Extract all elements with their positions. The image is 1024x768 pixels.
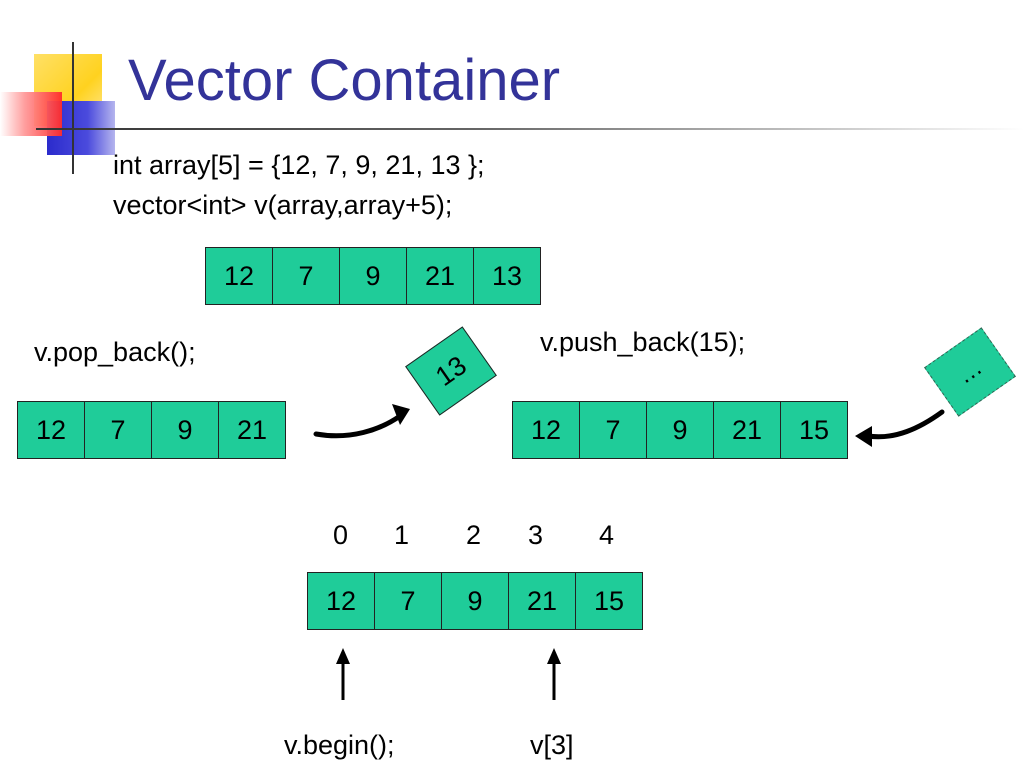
index-label: 1 xyxy=(394,520,410,550)
array-cell: 12 xyxy=(17,401,85,459)
subscript-label: v[3] xyxy=(530,730,574,760)
begin-arrow-head xyxy=(336,648,350,664)
popped-array: 12 7 9 21 xyxy=(17,401,286,459)
array-cell: 21 xyxy=(406,247,474,305)
code-line-array: int array[5] = {12, 7, 9, 21, 13 }; xyxy=(113,150,485,180)
array-cell: 13 xyxy=(473,247,541,305)
array-cell: 12 xyxy=(512,401,580,459)
array-cell: 21 xyxy=(508,572,576,630)
array-cell: 21 xyxy=(713,401,781,459)
pushed-array: 12 7 9 21 15 xyxy=(512,401,848,459)
index-label: 3 xyxy=(528,520,544,550)
array-cell: 9 xyxy=(441,572,509,630)
pop-arrow-head xyxy=(392,404,410,425)
indexed-array: 12 7 9 21 15 xyxy=(307,572,643,630)
index-label: 0 xyxy=(333,520,349,550)
index-label: 2 xyxy=(466,520,482,550)
title-rule xyxy=(36,128,1024,130)
array-cell: 7 xyxy=(579,401,647,459)
array-cell: 15 xyxy=(780,401,848,459)
array-cell: 9 xyxy=(646,401,714,459)
array-cell: 7 xyxy=(374,572,442,630)
code-line-vector: vector<int> v(array,array+5); xyxy=(113,190,453,220)
initial-array: 12 7 9 21 13 xyxy=(205,247,541,305)
deco-vertical-line xyxy=(72,42,74,174)
array-cell: 15 xyxy=(575,572,643,630)
array-cell: 9 xyxy=(339,247,407,305)
subscript-arrow-head xyxy=(547,648,561,664)
array-cell: 7 xyxy=(84,401,152,459)
slide-title: Vector Container xyxy=(128,48,561,113)
pop-back-label: v.pop_back(); xyxy=(34,337,196,367)
push-arrow-head xyxy=(855,426,872,447)
array-cell: 12 xyxy=(205,247,273,305)
push-back-label: v.push_back(15); xyxy=(540,327,746,357)
push-arrow xyxy=(865,409,945,440)
array-cell: 7 xyxy=(272,247,340,305)
pop-arrow xyxy=(313,413,403,439)
array-cell: 21 xyxy=(218,401,286,459)
begin-label: v.begin(); xyxy=(284,730,395,760)
array-cell: 9 xyxy=(151,401,219,459)
index-label: 4 xyxy=(599,520,615,550)
